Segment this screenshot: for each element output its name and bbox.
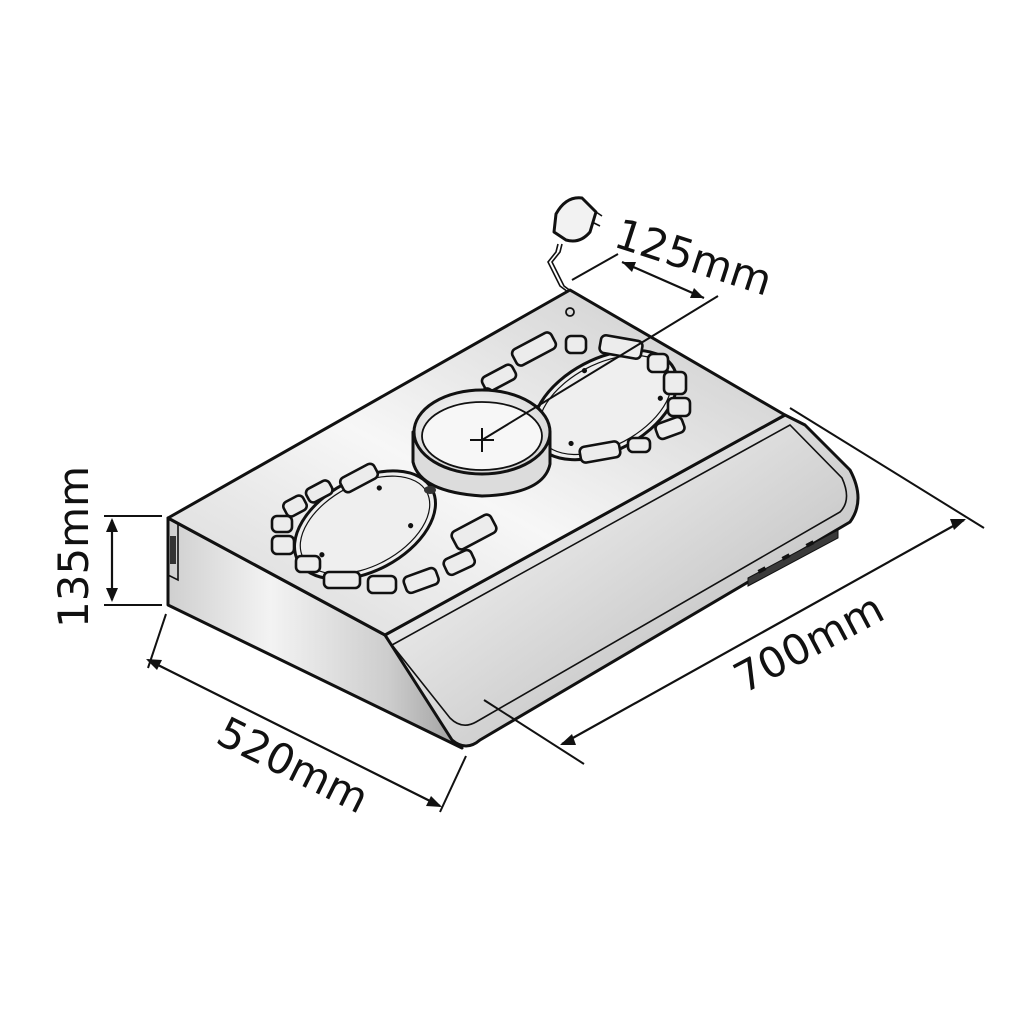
vent-slot — [281, 494, 309, 518]
vent-slot — [304, 479, 334, 504]
vent-slot — [442, 548, 477, 577]
vent-slot — [510, 331, 558, 367]
height-label: 135mm — [49, 466, 98, 628]
exhaust-outlet — [411, 388, 552, 498]
vent-slot — [402, 566, 440, 595]
right-filter-screw — [581, 368, 588, 374]
vent-slot — [366, 574, 398, 595]
right-filter-vents — [466, 331, 692, 464]
depth-label: 520mm — [210, 707, 377, 823]
left-filter-screw — [376, 485, 382, 491]
left-filter-vents — [270, 462, 498, 595]
right-filter-screw — [657, 395, 663, 401]
width-extension-left — [483, 699, 585, 765]
outlet-dimension-line — [621, 260, 705, 300]
vent-slot — [626, 436, 652, 454]
right-filter-screw — [568, 440, 574, 447]
vent-slot — [662, 370, 688, 396]
cord-grommet — [565, 307, 575, 317]
arrowhead — [950, 519, 966, 530]
hood-end-cap — [167, 516, 179, 582]
width-dimension-line — [561, 519, 965, 745]
depth-extension-right — [439, 755, 467, 813]
arrowhead — [426, 796, 442, 807]
vent-slot — [270, 514, 294, 534]
outlet-diameter-leader — [481, 295, 719, 441]
width-label: 700mm — [726, 584, 892, 703]
plug-icon — [552, 196, 598, 243]
width-extension-right — [789, 407, 985, 529]
vent-slot — [654, 415, 686, 441]
dimension-height: 135mm — [49, 466, 162, 628]
arrowhead — [560, 734, 576, 745]
arrowhead — [690, 288, 704, 298]
outlet-extension-line — [571, 253, 619, 281]
vent-slot — [338, 462, 380, 494]
depth-extension-left — [147, 613, 167, 669]
depth-dimension-line — [147, 659, 441, 807]
vent-slot — [564, 334, 588, 355]
outlet-hinge — [424, 486, 436, 494]
arrowhead — [106, 518, 118, 532]
arrowhead — [146, 659, 162, 670]
vent-slot — [646, 352, 670, 374]
vent-slot — [666, 396, 692, 418]
arrowhead — [106, 588, 118, 602]
left-filter-screw — [408, 523, 414, 529]
control-strip — [747, 529, 839, 587]
vent-slot — [450, 513, 498, 551]
vent-slot — [294, 554, 322, 574]
vent-slot — [480, 363, 518, 393]
end-cap-slot — [170, 536, 176, 564]
left-filter-screw — [319, 552, 325, 558]
vent-slot — [322, 570, 362, 590]
vent-slot — [578, 440, 622, 464]
arrowhead — [622, 262, 636, 272]
hood-front-panel — [383, 413, 860, 748]
vent-slot — [270, 534, 296, 556]
power-cord — [547, 196, 603, 317]
hood-front-lip — [390, 424, 848, 726]
